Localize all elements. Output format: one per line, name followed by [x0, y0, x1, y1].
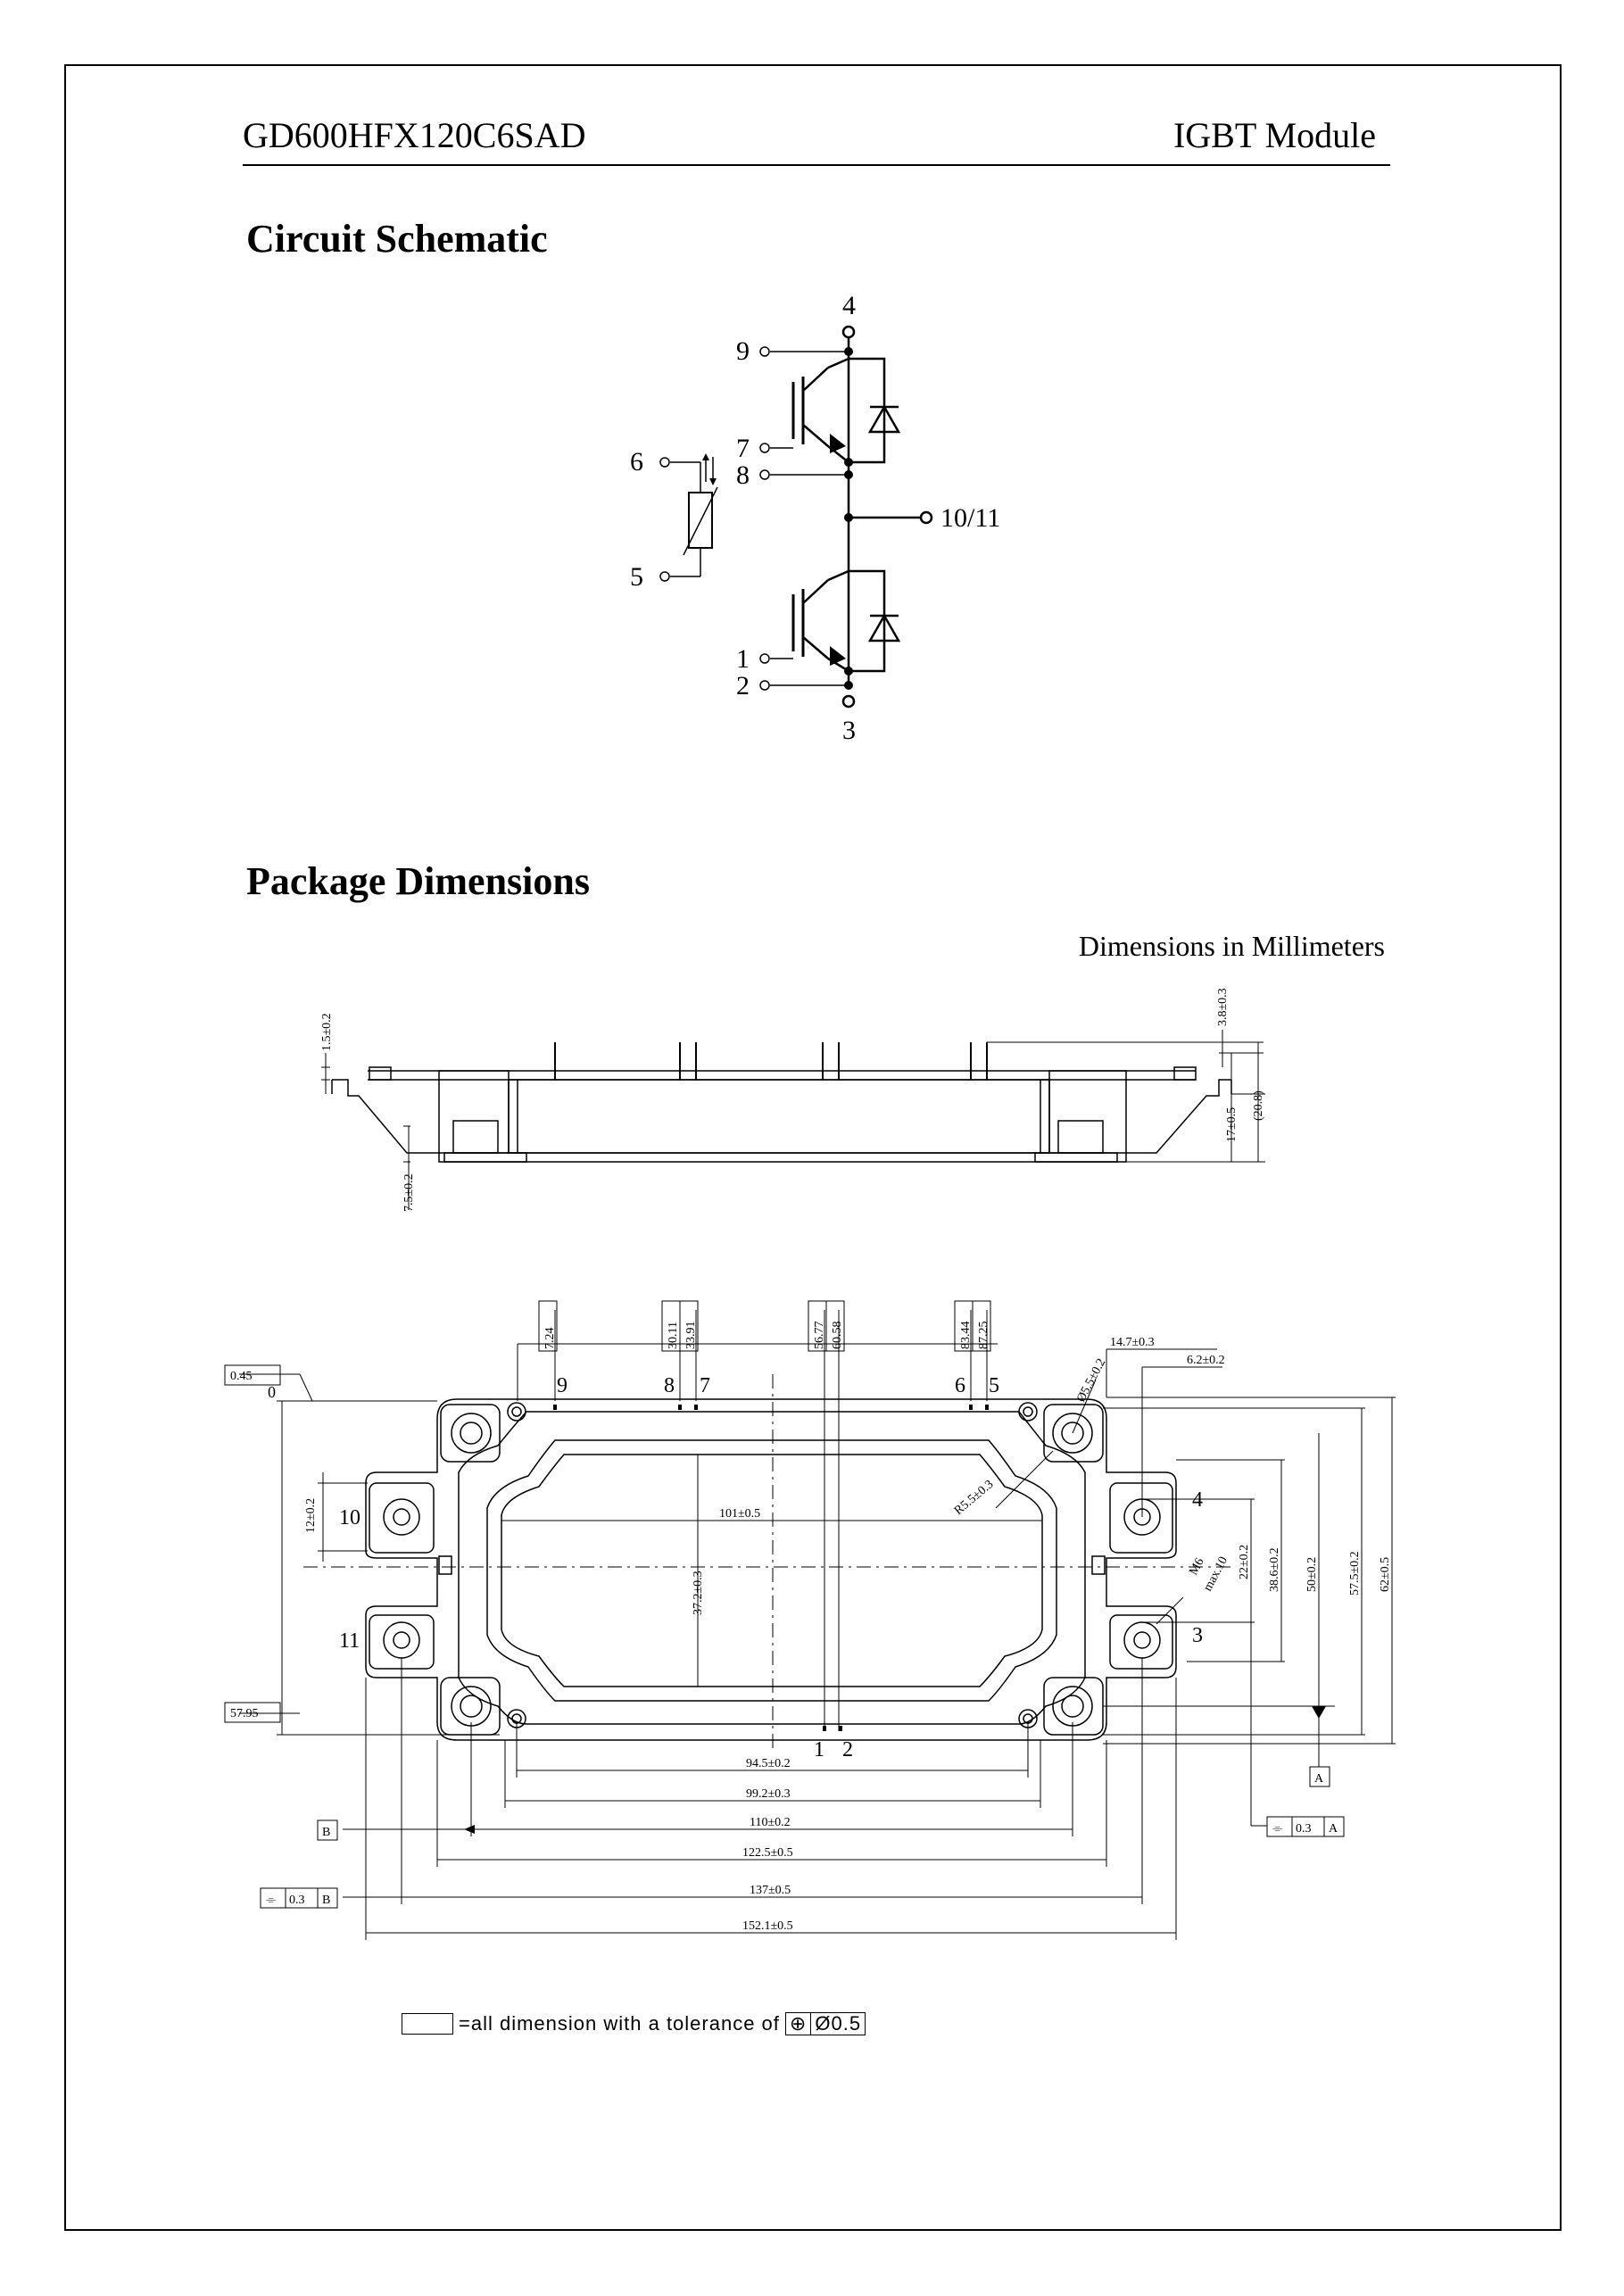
- pin-10-11-label: 10/11: [940, 503, 1000, 533]
- pin-5-label: 5: [630, 562, 643, 592]
- top-pin-6-label: 6: [955, 1374, 965, 1397]
- tolerance-note-box: [402, 2013, 453, 2035]
- dim-62: 62±0.5: [1379, 1557, 1392, 1592]
- dim-101: 101±0.5: [719, 1507, 760, 1521]
- position-symbol-icon: ⊕: [789, 2012, 808, 2035]
- top-pin-10-label: 10: [339, 1506, 360, 1529]
- pin-pos-56-77: 56.77: [813, 1322, 826, 1350]
- tolerance-note-text: =all dimension with a tolerance of: [459, 2012, 780, 2035]
- top-pin-4-label: 4: [1192, 1488, 1203, 1512]
- pin-1-label: 1: [736, 644, 750, 674]
- pin-pos-7-24: 7.24: [543, 1328, 557, 1350]
- pin-3-label: 3: [842, 716, 856, 745]
- dim-152-1: 152.1±0.5: [742, 1919, 793, 1933]
- top-pin-11-label: 11: [339, 1629, 360, 1653]
- top-pin-2-label: 2: [842, 1738, 853, 1761]
- dim-50: 50±0.2: [1305, 1557, 1319, 1592]
- dim-99-2: 99.2±0.3: [746, 1787, 791, 1801]
- pin-6-label: 6: [630, 447, 643, 477]
- pin-9-label: 9: [736, 336, 750, 366]
- dim-137: 137±0.5: [750, 1884, 791, 1897]
- pin-pos-33-91: 33.91: [684, 1322, 698, 1350]
- top-pin-8-label: 8: [664, 1374, 675, 1397]
- pin-2-label: 2: [736, 671, 750, 700]
- dim-20-8: (20.8): [1252, 1090, 1265, 1121]
- header-rule: [243, 164, 1390, 166]
- pin-4-label: 4: [842, 291, 856, 320]
- tolerance-value-a: 0.3: [1296, 1822, 1312, 1836]
- pin-8-label: 8: [736, 460, 750, 490]
- tolerance-value-b: 0.3: [289, 1894, 305, 1907]
- dim-corner-radius: R5.5±0.3: [952, 1478, 997, 1518]
- dim-14-7: 14.7±0.3: [1110, 1336, 1155, 1349]
- pin-7-label: 7: [736, 434, 750, 463]
- part-number: GD600HFX120C6SAD: [243, 115, 586, 155]
- tolerance-datum-a: A: [1329, 1822, 1338, 1836]
- top-pin-9-label: 9: [557, 1374, 568, 1397]
- dim-38-6: 38.6±0.2: [1268, 1547, 1281, 1592]
- dim-6-2: 6.2±0.2: [1187, 1354, 1225, 1367]
- dim-57-5: 57.5±0.2: [1348, 1551, 1362, 1596]
- dim-110: 110±0.2: [750, 1816, 791, 1829]
- top-pin-7-label: 7: [700, 1374, 710, 1397]
- dim-12: 12±0.2: [304, 1498, 318, 1533]
- pin-pos-87-25: 87.25: [977, 1322, 990, 1350]
- zero-reference-label: 0: [268, 1383, 276, 1401]
- dim-17: 17±0.5: [1225, 1107, 1239, 1142]
- datum-b: B: [322, 1826, 330, 1839]
- dim-hole-diameter: Ø5.5±0.2: [1074, 1356, 1108, 1405]
- symmetry-symbol-b: ⌯: [266, 1894, 276, 1907]
- units-note: Dimensions in Millimeters: [1078, 930, 1385, 962]
- top-pin-3-label: 3: [1192, 1624, 1203, 1647]
- symmetry-symbol-a: ⌯: [1272, 1822, 1282, 1836]
- tolerance-datum-b: B: [322, 1894, 330, 1907]
- dim-7-5: 7.5±0.2: [402, 1173, 416, 1212]
- dim-3-8: 3.8±0.3: [1216, 988, 1230, 1026]
- product-type: IGBT Module: [1172, 115, 1376, 155]
- dim-22: 22±0.2: [1238, 1545, 1251, 1579]
- pin-pos-60-58: 60.58: [831, 1322, 844, 1350]
- dim-0-45: 0.45: [230, 1370, 253, 1383]
- datum-a: A: [1314, 1772, 1324, 1786]
- page-frame: [64, 64, 1562, 2231]
- tolerance-note: =all dimension with a tolerance of ⊕ Ø0.…: [402, 2012, 866, 2035]
- top-pin-1-label: 1: [814, 1738, 824, 1761]
- dim-m6: M6: [1187, 1556, 1206, 1578]
- position-tolerance-value: Ø0.5: [810, 2012, 865, 2035]
- position-tolerance-frame: ⊕ Ø0.5: [784, 2012, 866, 2035]
- dim-37-2: 37.2±0.3: [692, 1571, 705, 1615]
- dim-m6-depth: max.10: [1201, 1554, 1230, 1594]
- dim-122-5: 122.5±0.5: [742, 1846, 793, 1860]
- pin-pos-83-44: 83.44: [959, 1322, 973, 1350]
- dim-94-5: 94.5±0.2: [746, 1757, 791, 1770]
- package-dimensions-title: Package Dimensions: [246, 859, 590, 903]
- dim-57-95: 57.95: [230, 1707, 259, 1720]
- top-pin-5-label: 5: [989, 1374, 999, 1397]
- circuit-schematic-title: Circuit Schematic: [246, 217, 548, 261]
- dim-1-5: 1.5±0.2: [320, 1013, 334, 1051]
- pin-pos-30-11: 30.11: [667, 1322, 680, 1349]
